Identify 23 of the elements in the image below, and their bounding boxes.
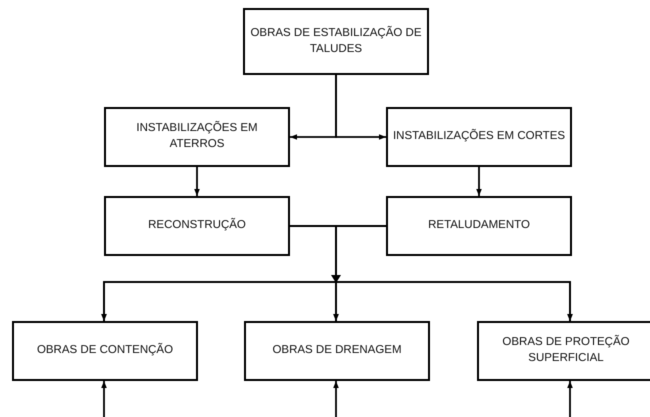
process-box [386,196,572,256]
process-box [243,8,429,75]
box-label: OBRAS DE ESTABILIZAÇÃO DE TALUDES [249,26,423,56]
arrow [101,381,107,417]
process-box [104,196,290,256]
box-label: OBRAS DE DRENAGEM [272,343,402,358]
process-box [244,321,430,381]
process-box [104,107,290,167]
box-label: INSTABILIZAÇÕES EM ATERROS [135,121,259,152]
arrow [335,225,573,321]
arrow [567,381,573,417]
box-label: OBRAS DE PROTEÇÃO SUPERFICIAL [501,335,631,366]
arrow [194,167,200,196]
box-label: OBRAS DE CONTENÇÃO [36,343,174,358]
process-box [386,107,572,167]
box-label: INSTABILIZAÇÕES EM CORTES [392,129,566,144]
arrow [476,167,482,196]
arrow [333,381,339,417]
arrow [335,75,386,140]
box-label: RECONSTRUÇÃO [148,218,246,234]
process-box [477,321,650,381]
box-label: RETALUDAMENTO [428,218,530,234]
process-box [12,321,198,381]
